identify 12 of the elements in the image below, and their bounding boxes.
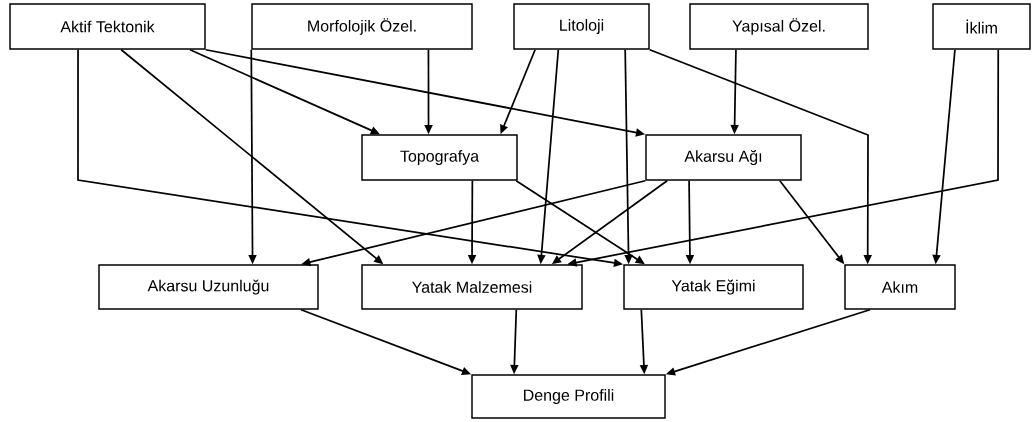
factor-box: Yapısal Özel.: [689, 3, 869, 50]
factor-box: Yatak Eğimi: [623, 264, 804, 310]
factor-box: Akarsu Uzunluğu: [98, 264, 319, 310]
factor-box: Denge Profili: [471, 374, 666, 419]
factor-box: Akım: [844, 264, 956, 310]
factor-box: Morfolojik Özel.: [251, 3, 473, 50]
factor-box: Yatak Malzemesi: [361, 264, 583, 310]
factor-box: Akarsu Ağı: [645, 134, 802, 181]
factor-box: İklim: [932, 3, 1031, 50]
factor-box: Topografya: [361, 134, 518, 181]
factor-box: Litoloji: [513, 3, 650, 50]
factor-box: Aktif Tektonik: [9, 3, 206, 50]
